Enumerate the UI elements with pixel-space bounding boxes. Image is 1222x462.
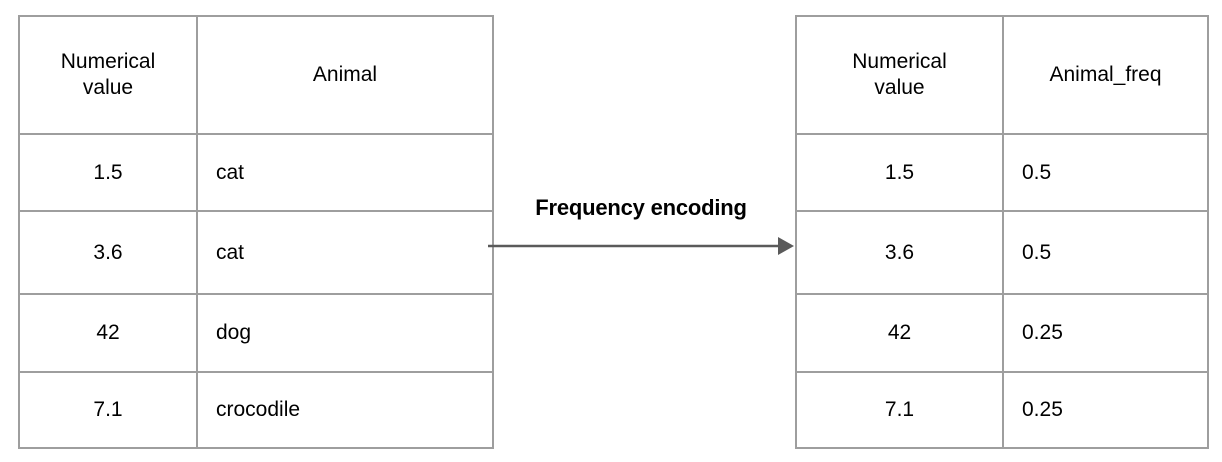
cell-animal: dog bbox=[196, 293, 494, 373]
table-row: 1.5 0.5 bbox=[795, 133, 1209, 212]
table-row: 42 0.25 bbox=[795, 293, 1209, 373]
source-table: Numerical value Animal 1.5 cat 3.6 cat 4… bbox=[18, 15, 494, 449]
cell-animal-freq: 0.5 bbox=[1002, 133, 1209, 212]
header-animal-freq: Animal_freq bbox=[1002, 15, 1209, 135]
transform-arrow-icon bbox=[488, 237, 794, 255]
cell-animal-freq: 0.25 bbox=[1002, 293, 1209, 373]
cell-animal: cat bbox=[196, 210, 494, 295]
table-row: 3.6 0.5 bbox=[795, 210, 1209, 295]
table-row: 7.1 crocodile bbox=[18, 371, 494, 449]
cell-numerical-value: 3.6 bbox=[18, 210, 198, 295]
table-row: 7.1 0.25 bbox=[795, 371, 1209, 449]
cell-numerical-value: 42 bbox=[795, 293, 1004, 373]
header-line-1: Numerical bbox=[852, 50, 947, 74]
table-header-row: Numerical value Animal_freq bbox=[795, 15, 1209, 135]
table-row: 1.5 cat bbox=[18, 133, 494, 212]
cell-numerical-value: 7.1 bbox=[795, 371, 1004, 449]
header-line-2: value bbox=[874, 76, 925, 99]
header-animal: Animal bbox=[196, 15, 494, 135]
cell-numerical-value: 7.1 bbox=[18, 371, 198, 449]
table-row: 3.6 cat bbox=[18, 210, 494, 295]
transform-label: Frequency encoding bbox=[535, 195, 747, 220]
table-header-row: Numerical value Animal bbox=[18, 15, 494, 135]
header-numerical-value: Numerical value bbox=[18, 15, 198, 135]
result-table: Numerical value Animal_freq 1.5 0.5 3.6 … bbox=[795, 15, 1209, 449]
cell-animal-freq: 0.25 bbox=[1002, 371, 1209, 449]
table-row: 42 dog bbox=[18, 293, 494, 373]
cell-numerical-value: 42 bbox=[18, 293, 198, 373]
cell-numerical-value: 1.5 bbox=[795, 133, 1004, 212]
cell-animal: cat bbox=[196, 133, 494, 212]
header-line-1: Numerical bbox=[60, 50, 156, 74]
cell-numerical-value: 3.6 bbox=[795, 210, 1004, 295]
cell-animal-freq: 0.5 bbox=[1002, 210, 1209, 295]
cell-numerical-value: 1.5 bbox=[18, 133, 198, 212]
header-numerical-value: Numerical value bbox=[795, 15, 1004, 135]
cell-animal: crocodile bbox=[196, 371, 494, 449]
header-line-2: value bbox=[82, 76, 134, 99]
